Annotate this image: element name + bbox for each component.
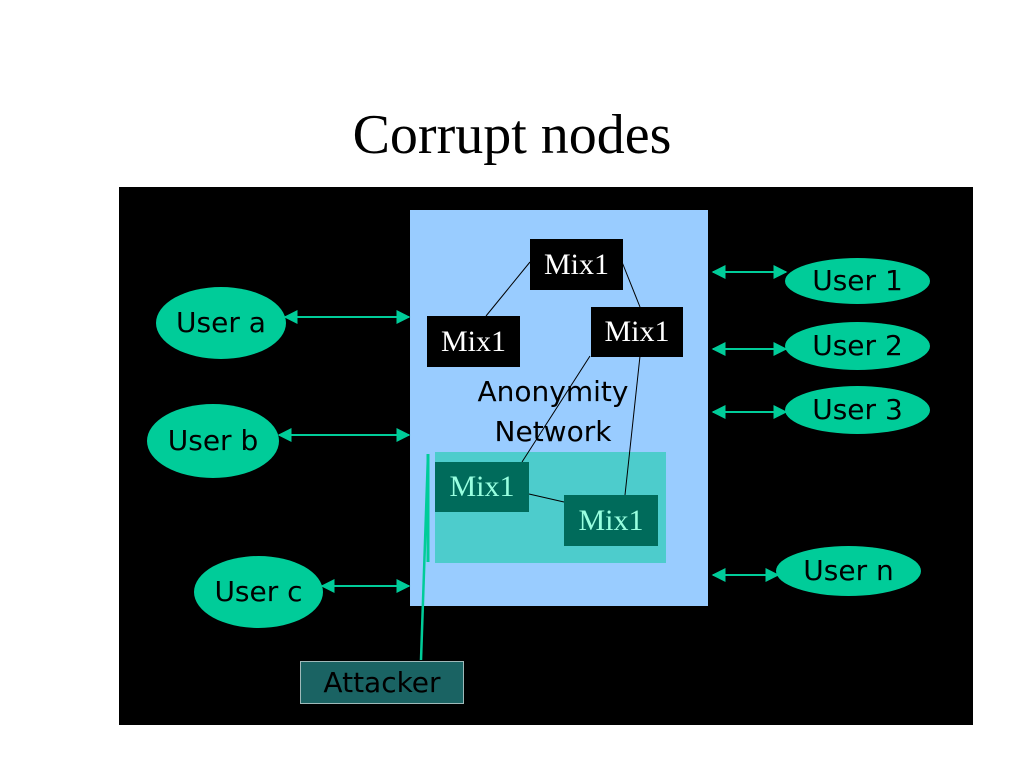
mix-node-right: Mix1	[591, 307, 683, 357]
user-a-node: User a	[156, 287, 286, 359]
user-c-node: User c	[194, 556, 323, 628]
network-label-line2: Network	[494, 415, 612, 448]
user-2-node: User 2	[785, 322, 930, 370]
network-label: Anonymity Network	[450, 372, 656, 452]
user-3-node: User 3	[785, 386, 930, 434]
mix-node-corrupt-left: Mix1	[435, 462, 529, 512]
link-top-to-left-mix	[485, 261, 531, 317]
mix-node-top: Mix1	[530, 239, 623, 290]
mix-node-left: Mix1	[427, 316, 520, 367]
user-1-node: User 1	[785, 258, 930, 304]
user-b-node: User b	[147, 404, 279, 478]
network-label-line1: Anonymity	[477, 375, 629, 408]
slide-title: Corrupt nodes	[352, 104, 672, 166]
mix-node-corrupt-right: Mix1	[564, 495, 658, 546]
link-top-to-right-mix	[621, 261, 641, 308]
link-right-to-corrupt-left-mix	[521, 355, 591, 463]
link-right-to-corrupt-right-mix	[624, 355, 641, 496]
attacker-box: Attacker	[300, 661, 464, 704]
user-n-node: User n	[776, 546, 921, 596]
link-corrupt-left-to-corrupt-right	[528, 493, 565, 503]
attacker-link-line	[419, 453, 430, 661]
